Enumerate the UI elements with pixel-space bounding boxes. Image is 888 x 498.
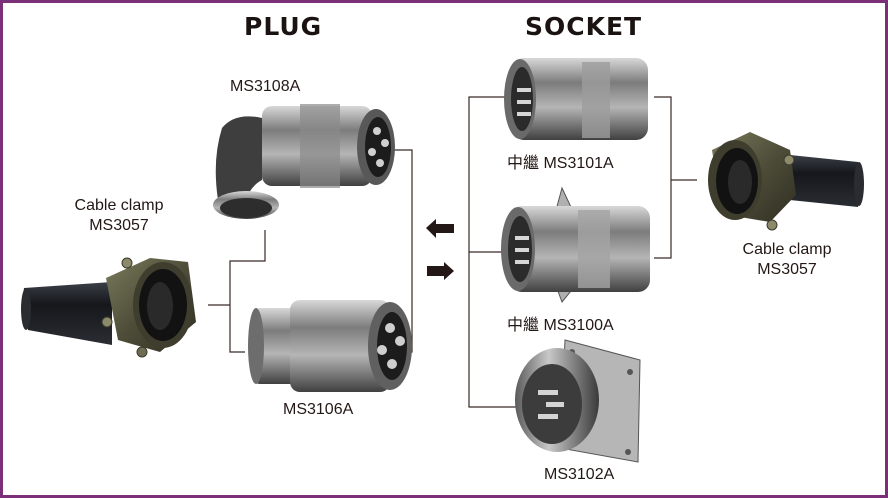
- plug-heading: PLUG: [244, 12, 323, 41]
- right-clamp-label-line1: Cable clamp: [742, 241, 832, 258]
- line-socket-left-bracket-lower: [468, 252, 530, 408]
- ms3100a-label: 中繼 MS3100A: [507, 317, 614, 334]
- arrow-right-icon: [427, 262, 454, 280]
- socket-heading: SOCKET: [525, 12, 643, 41]
- left-clamp-label-line2: MS3057: [89, 217, 149, 234]
- ms3106a-label: MS3106A: [283, 401, 354, 418]
- ms3101a-label: 中繼 MS3101A: [507, 155, 614, 172]
- line-plug-bracket: [229, 230, 266, 353]
- line-socket-right-bracket: [654, 96, 672, 259]
- left-clamp-label: Cable clamp MS3057: [64, 196, 174, 236]
- right-clamp-label: Cable clamp MS3057: [732, 240, 842, 280]
- right-clamp-label-line2: MS3057: [757, 261, 817, 278]
- ms3102a-label: MS3102A: [544, 466, 615, 483]
- left-clamp-label-line1: Cable clamp: [74, 197, 164, 214]
- line-socket-left-bracket: [468, 96, 520, 253]
- arrow-left-icon: [426, 219, 454, 238]
- ms3108a-label: MS3108A: [230, 78, 301, 95]
